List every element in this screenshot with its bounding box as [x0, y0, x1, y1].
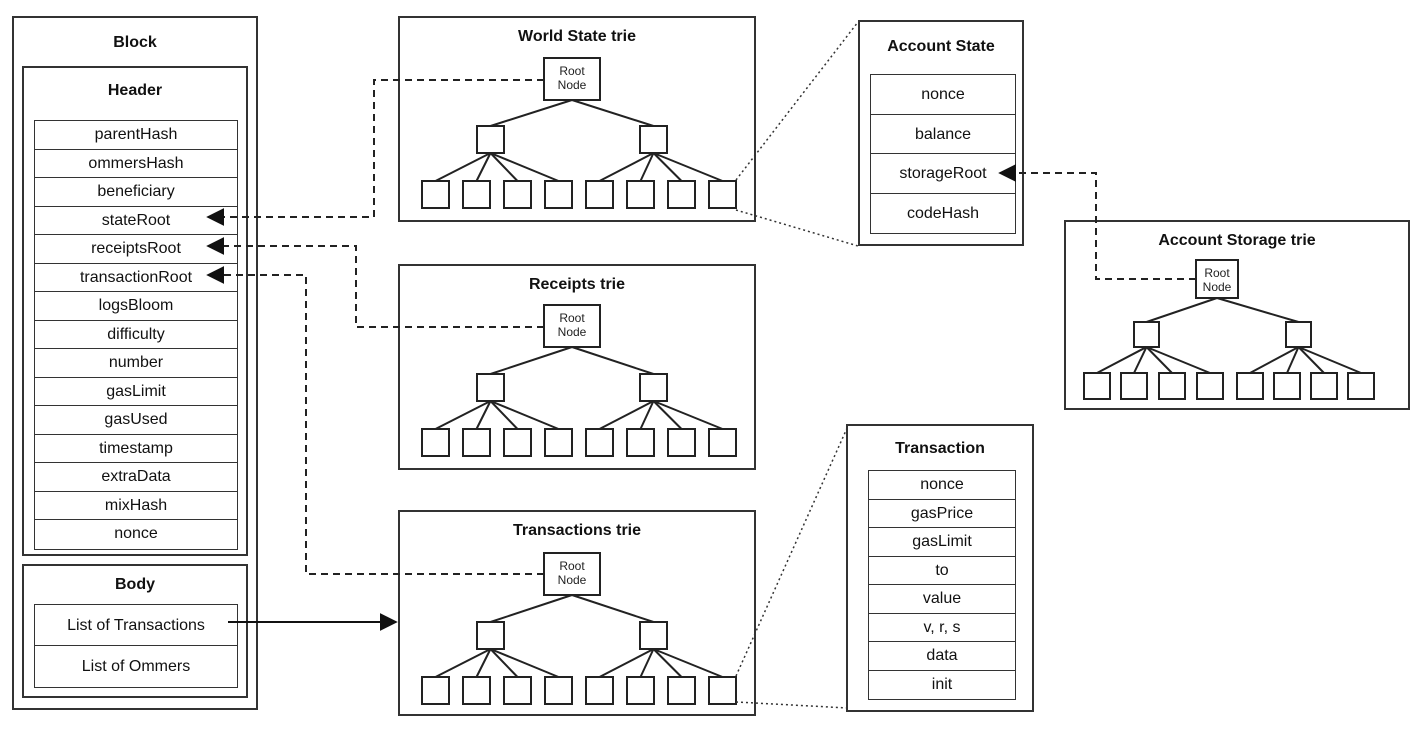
header-field-mixhash: mixHash	[35, 492, 237, 520]
account-field-nonce: nonce	[871, 75, 1015, 115]
tx-field-v-r-s: v, r, s	[869, 614, 1015, 642]
header-field-nonce: nonce	[114, 525, 158, 542]
tx-field-nonce: nonce	[869, 471, 1015, 500]
header-field-gaslimit: gasLimit	[35, 378, 237, 406]
header-field-parenthash: parentHash	[35, 121, 237, 150]
header-field-ommershash: ommersHash	[35, 150, 237, 178]
block-title: Block	[113, 34, 157, 51]
header-field-beneficiary: beneficiary	[35, 178, 237, 207]
account-field-codehash: codeHash	[906, 204, 980, 222]
receipts-trie-title: Receipts trie	[528, 276, 626, 293]
header-field-number: number	[35, 349, 237, 378]
account-field-balance: balance	[871, 115, 1015, 154]
tx-field-data: data	[869, 642, 1015, 671]
header-title: Header	[107, 82, 163, 99]
world-state-trie: World State trie	[398, 16, 756, 222]
transactions-trie-title: Transactions trie	[512, 522, 642, 539]
header-field-gasused: gasUsed	[35, 406, 237, 435]
account-field-storageroot: storageRoot	[871, 154, 1015, 194]
transactions-trie: Transactions trie	[398, 510, 756, 716]
header-field-logsbloom: logsBloom	[35, 292, 237, 321]
tx-field-to: to	[869, 557, 1015, 585]
body-field-list-of-ommers: List of Ommers	[81, 658, 191, 675]
body-title: Body	[115, 576, 155, 593]
receipts-trie: Receipts trie	[398, 264, 756, 470]
header-field-timestamp: timestamp	[35, 435, 237, 463]
world-state-trie-title: World State trie	[518, 28, 636, 45]
header-field-extradata: extraData	[35, 463, 237, 492]
tx-field-value: value	[869, 585, 1015, 614]
body-field-list-of-transactions: List of Transactions	[35, 605, 237, 646]
header-field-stateroot: stateRoot	[35, 207, 237, 235]
header-field-difficulty: difficulty	[35, 321, 237, 349]
account-storage-trie: Account Storage trie	[1064, 220, 1410, 410]
account-state-title: Account State	[887, 38, 995, 55]
tx-field-gaslimit: gasLimit	[869, 528, 1015, 557]
tx-field-init: init	[931, 675, 953, 693]
transaction-title: Transaction	[895, 440, 985, 457]
header-field-transactionroot: transactionRoot	[35, 264, 237, 292]
tx-field-gasprice: gasPrice	[869, 500, 1015, 528]
account-storage-trie-title: Account Storage trie	[1158, 232, 1316, 249]
header-field-receiptsroot: receiptsRoot	[35, 235, 237, 264]
